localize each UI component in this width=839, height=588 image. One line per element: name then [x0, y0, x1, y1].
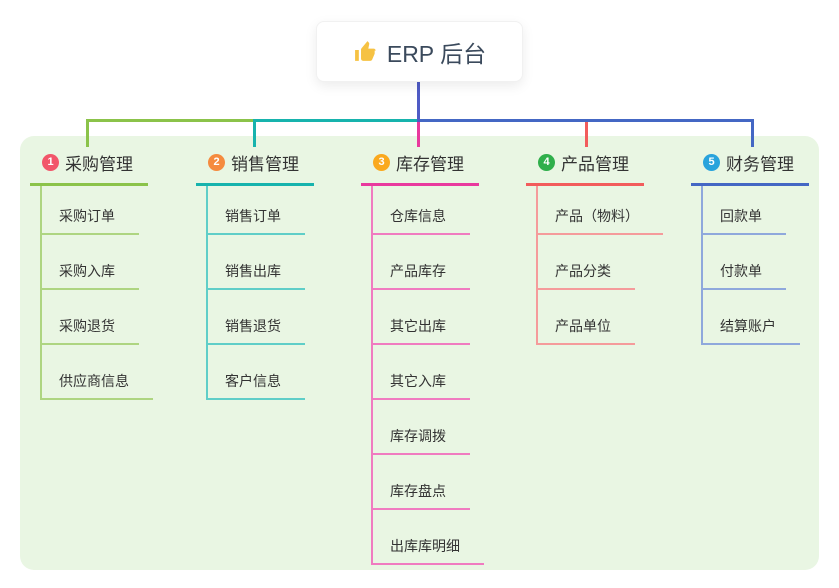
- child-node-label: 采购退货: [59, 318, 115, 334]
- branch-title-label: 产品管理: [561, 155, 629, 174]
- child-node-label: 采购入库: [59, 263, 115, 279]
- branch-title-label: 采购管理: [65, 155, 133, 174]
- connector-drop-1: [86, 119, 89, 147]
- child-node-label: 回款单: [720, 208, 762, 224]
- branch-title-label: 库存管理: [396, 155, 464, 174]
- child-node-label: 付款单: [720, 263, 762, 279]
- connector-drop-4: [585, 119, 588, 147]
- branch-title[interactable]: 1 采购管理: [30, 147, 148, 186]
- child-node[interactable]: 产品分类: [538, 235, 635, 290]
- child-node[interactable]: 采购入库: [42, 235, 139, 290]
- branch-title-label: 销售管理: [231, 155, 299, 174]
- branch-index-badge: 3: [373, 154, 390, 171]
- child-node[interactable]: 销售退货: [208, 290, 305, 345]
- root-node[interactable]: ERP 后台: [316, 21, 523, 82]
- child-node[interactable]: 客户信息: [208, 345, 305, 400]
- branch-children: 仓库信息产品库存其它出库其它入库库存调拨库存盘点出库库明细: [371, 186, 484, 565]
- child-node-label: 销售退货: [225, 318, 281, 334]
- child-node-label: 产品分类: [555, 263, 611, 279]
- child-node-label: 出库库明细: [390, 538, 460, 554]
- child-node-label: 仓库信息: [390, 208, 446, 224]
- child-node-label: 产品单位: [555, 318, 611, 334]
- child-node[interactable]: 库存盘点: [373, 455, 470, 510]
- root-label: ERP 后台: [386, 40, 487, 67]
- child-node-label: 产品库存: [390, 263, 446, 279]
- branch-title[interactable]: 3 库存管理: [361, 147, 479, 186]
- child-node-label: 库存调拨: [390, 428, 446, 444]
- branch-node-1: 1 采购管理采购订单采购入库采购退货供应商信息: [30, 147, 153, 400]
- child-node-label: 其它出库: [390, 318, 446, 334]
- branch-index-badge: 1: [42, 154, 59, 171]
- branches-panel: [20, 136, 819, 570]
- child-node-label: 销售出库: [225, 263, 281, 279]
- branch-title[interactable]: 2 销售管理: [196, 147, 314, 186]
- child-node[interactable]: 产品（物料）: [538, 186, 663, 235]
- branch-children: 采购订单采购入库采购退货供应商信息: [40, 186, 153, 400]
- branch-title[interactable]: 5 财务管理: [691, 147, 809, 186]
- child-node-label: 结算账户: [720, 318, 776, 334]
- branch-index-badge: 4: [538, 154, 555, 171]
- connector-drop-5: [751, 119, 754, 147]
- child-node[interactable]: 付款单: [703, 235, 786, 290]
- child-node[interactable]: 库存调拨: [373, 400, 470, 455]
- branch-node-4: 4 产品管理产品（物料） 产品分类产品单位: [526, 147, 663, 345]
- branch-node-3: 3 库存管理仓库信息产品库存其它出库其它入库库存调拨库存盘点出库库明细: [361, 147, 484, 565]
- connector-drop-2: [253, 119, 256, 147]
- child-node-label: 销售订单: [225, 208, 281, 224]
- child-node[interactable]: 出库库明细: [373, 510, 484, 565]
- child-node-label: 采购订单: [59, 208, 115, 224]
- connector-drop-3: [417, 119, 420, 147]
- child-node[interactable]: 回款单: [703, 186, 786, 235]
- child-node[interactable]: 采购退货: [42, 290, 139, 345]
- child-node-label: 客户信息: [225, 373, 281, 389]
- child-node[interactable]: 结算账户: [703, 290, 800, 345]
- branch-title[interactable]: 4 产品管理: [526, 147, 644, 186]
- branch-node-5: 5 财务管理回款单付款单结算账户: [691, 147, 809, 345]
- branch-index-badge: 2: [208, 154, 225, 171]
- branch-children: 产品（物料） 产品分类产品单位: [536, 186, 663, 345]
- branch-title-label: 财务管理: [726, 155, 794, 174]
- thumbs-up-icon: [353, 39, 378, 64]
- child-node[interactable]: 其它入库: [373, 345, 470, 400]
- branch-node-2: 2 销售管理销售订单销售出库销售退货客户信息: [196, 147, 314, 400]
- child-node-label: 库存盘点: [390, 483, 446, 499]
- child-node[interactable]: 采购订单: [42, 186, 139, 235]
- branch-index-badge: 5: [703, 154, 720, 171]
- child-node[interactable]: 供应商信息: [42, 345, 153, 400]
- connector-root: [417, 82, 420, 122]
- child-node[interactable]: 仓库信息: [373, 186, 470, 235]
- child-node-label: 产品（物料）: [555, 208, 639, 224]
- child-node[interactable]: 销售出库: [208, 235, 305, 290]
- branch-children: 回款单付款单结算账户: [701, 186, 809, 345]
- connector-horizontal-3: [418, 119, 753, 122]
- connector-horizontal-2: [253, 119, 420, 122]
- child-node-label: 供应商信息: [59, 373, 129, 389]
- child-node[interactable]: 其它出库: [373, 290, 470, 345]
- child-node[interactable]: 产品单位: [538, 290, 635, 345]
- branch-children: 销售订单销售出库销售退货客户信息: [206, 186, 314, 400]
- child-node[interactable]: 产品库存: [373, 235, 470, 290]
- child-node-label: 其它入库: [390, 373, 446, 389]
- child-node[interactable]: 销售订单: [208, 186, 305, 235]
